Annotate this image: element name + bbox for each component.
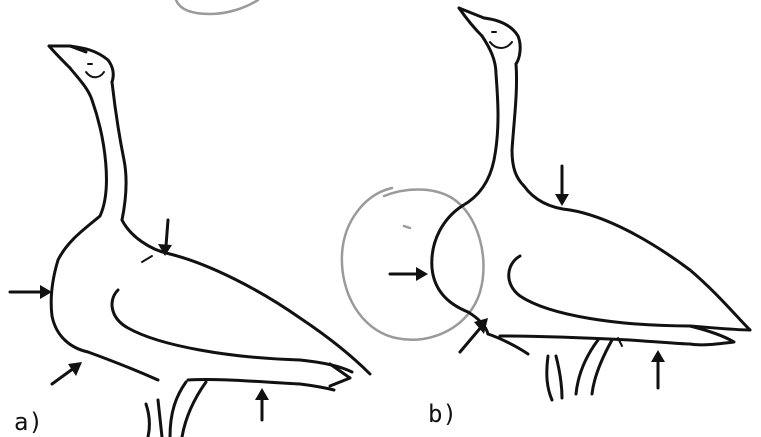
goose-a-leg-left: [146, 404, 149, 437]
goose-a-back-outline: [122, 220, 370, 374]
panel-a-arrows: [10, 220, 269, 420]
pencil-circle-highlight: [342, 188, 484, 340]
goose-b-neck-back: [512, 64, 524, 186]
goose-a-leg-left-2: [158, 400, 162, 437]
goose-b-leg-right-2: [592, 340, 612, 394]
panel-a-goose: [49, 46, 370, 437]
goose-b-back-outline: [524, 186, 750, 330]
goose-a-neck-back: [112, 82, 126, 220]
arrow-b-belly: [651, 350, 665, 388]
goose-b-leg-left-2: [556, 356, 562, 398]
goose-a-shoulder-mark: [142, 256, 152, 262]
goose-a-belly: [188, 379, 334, 390]
arrow-b-back: [555, 166, 569, 206]
goose-b-cheek: [490, 42, 512, 48]
goose-a-leg-right-2: [182, 382, 206, 437]
goose-a-beak: [49, 46, 86, 68]
panel-a-label: a): [14, 408, 43, 436]
panel-b-label: b): [428, 400, 457, 428]
goose-b-neck-front: [432, 36, 498, 334]
goose-b-beak: [459, 8, 484, 36]
pencil-circle-fragment: [176, 0, 258, 14]
arrow-b-breast: [460, 318, 488, 352]
goose-a-wing: [112, 290, 352, 372]
panel-b-goose: [432, 8, 750, 400]
arrow-b-chest: [390, 267, 428, 281]
goose-b-leg-left: [547, 356, 552, 400]
arrow-a-chest: [10, 285, 52, 299]
arrow-a-breast: [52, 362, 82, 384]
pencil-tick-mark: [404, 226, 410, 228]
goose-a-cheek: [86, 72, 104, 77]
goose-b-head: [484, 18, 520, 64]
arrow-a-belly: [255, 388, 269, 420]
